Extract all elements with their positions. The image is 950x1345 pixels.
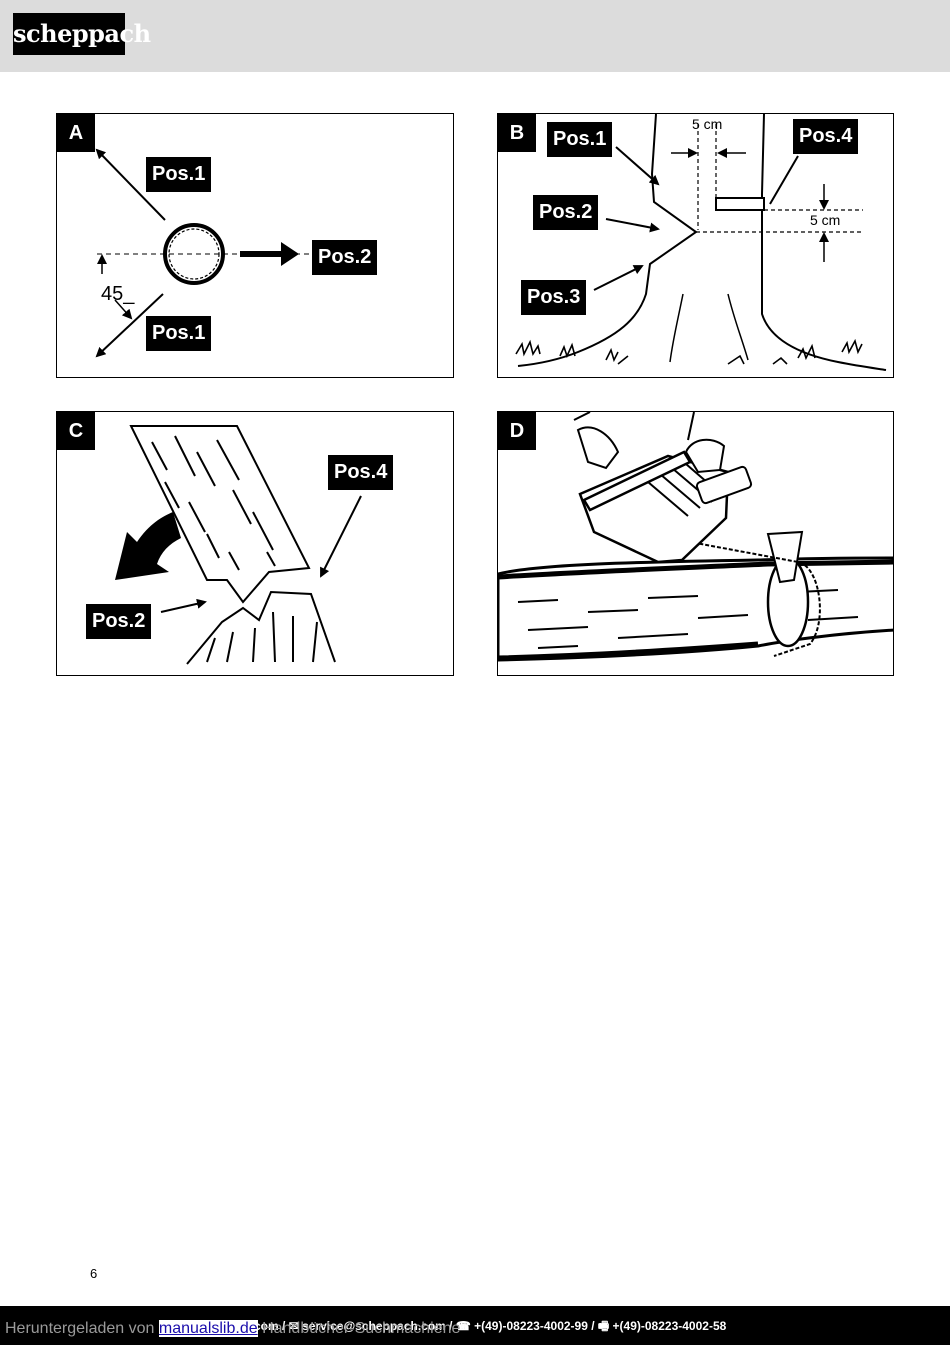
angle-label: 45_ — [101, 283, 135, 305]
header-bar: scheppach — [0, 0, 950, 72]
label-pos3: Pos.3 — [521, 280, 587, 315]
label-pos1: Pos.1 — [547, 122, 613, 157]
dimension-right: 5 cm — [810, 212, 841, 228]
footer-bar — [0, 1306, 950, 1345]
scheppach-logo: scheppach — [13, 13, 151, 55]
log-cutting-illustration — [498, 412, 893, 662]
label-pos4: Pos.4 — [793, 119, 859, 154]
figure-panel-b: B Pos.1 Pos.2 Pos.3 Pos.4 5 cm 5 cm — [497, 113, 894, 378]
label-pos4: Pos.4 — [328, 455, 394, 490]
tree-notch-diagram — [515, 114, 887, 371]
label-pos1-bottom: Pos.1 — [146, 316, 212, 351]
felling-direction-diagram — [95, 148, 309, 358]
download-suffix: Handbücher-Suchmachiene — [262, 1320, 461, 1337]
label-pos2: Pos.2 — [312, 240, 378, 275]
label-pos2: Pos.2 — [86, 604, 152, 639]
figure-panel-d: D — [497, 411, 894, 676]
download-prefix: Heruntergeladen von — [5, 1320, 155, 1337]
footer-contact-info: ach.com / ✉ service@scheppach.com / ☎ +(… — [230, 1319, 727, 1333]
label-pos2: Pos.2 — [533, 195, 599, 230]
figure-panel-c: C Pos.4 Pos.2 — [56, 411, 454, 676]
panel-letter-a: A — [57, 114, 95, 152]
panel-letter-d: D — [498, 412, 536, 450]
panel-letter-c: C — [57, 412, 95, 450]
download-note: Heruntergeladen von manualslib.de Handbü… — [5, 1320, 460, 1338]
panel-letter-b: B — [498, 114, 536, 152]
manualslib-link[interactable]: manualslib.de — [158, 1320, 258, 1337]
dimension-top: 5 cm — [692, 116, 723, 132]
page-number: 6 — [90, 1266, 98, 1281]
figure-panel-a: A Pos.1 Pos.2 Pos.1 45_ — [56, 113, 454, 378]
label-pos1-top: Pos.1 — [146, 157, 212, 192]
falling-tree-diagram — [115, 425, 362, 665]
